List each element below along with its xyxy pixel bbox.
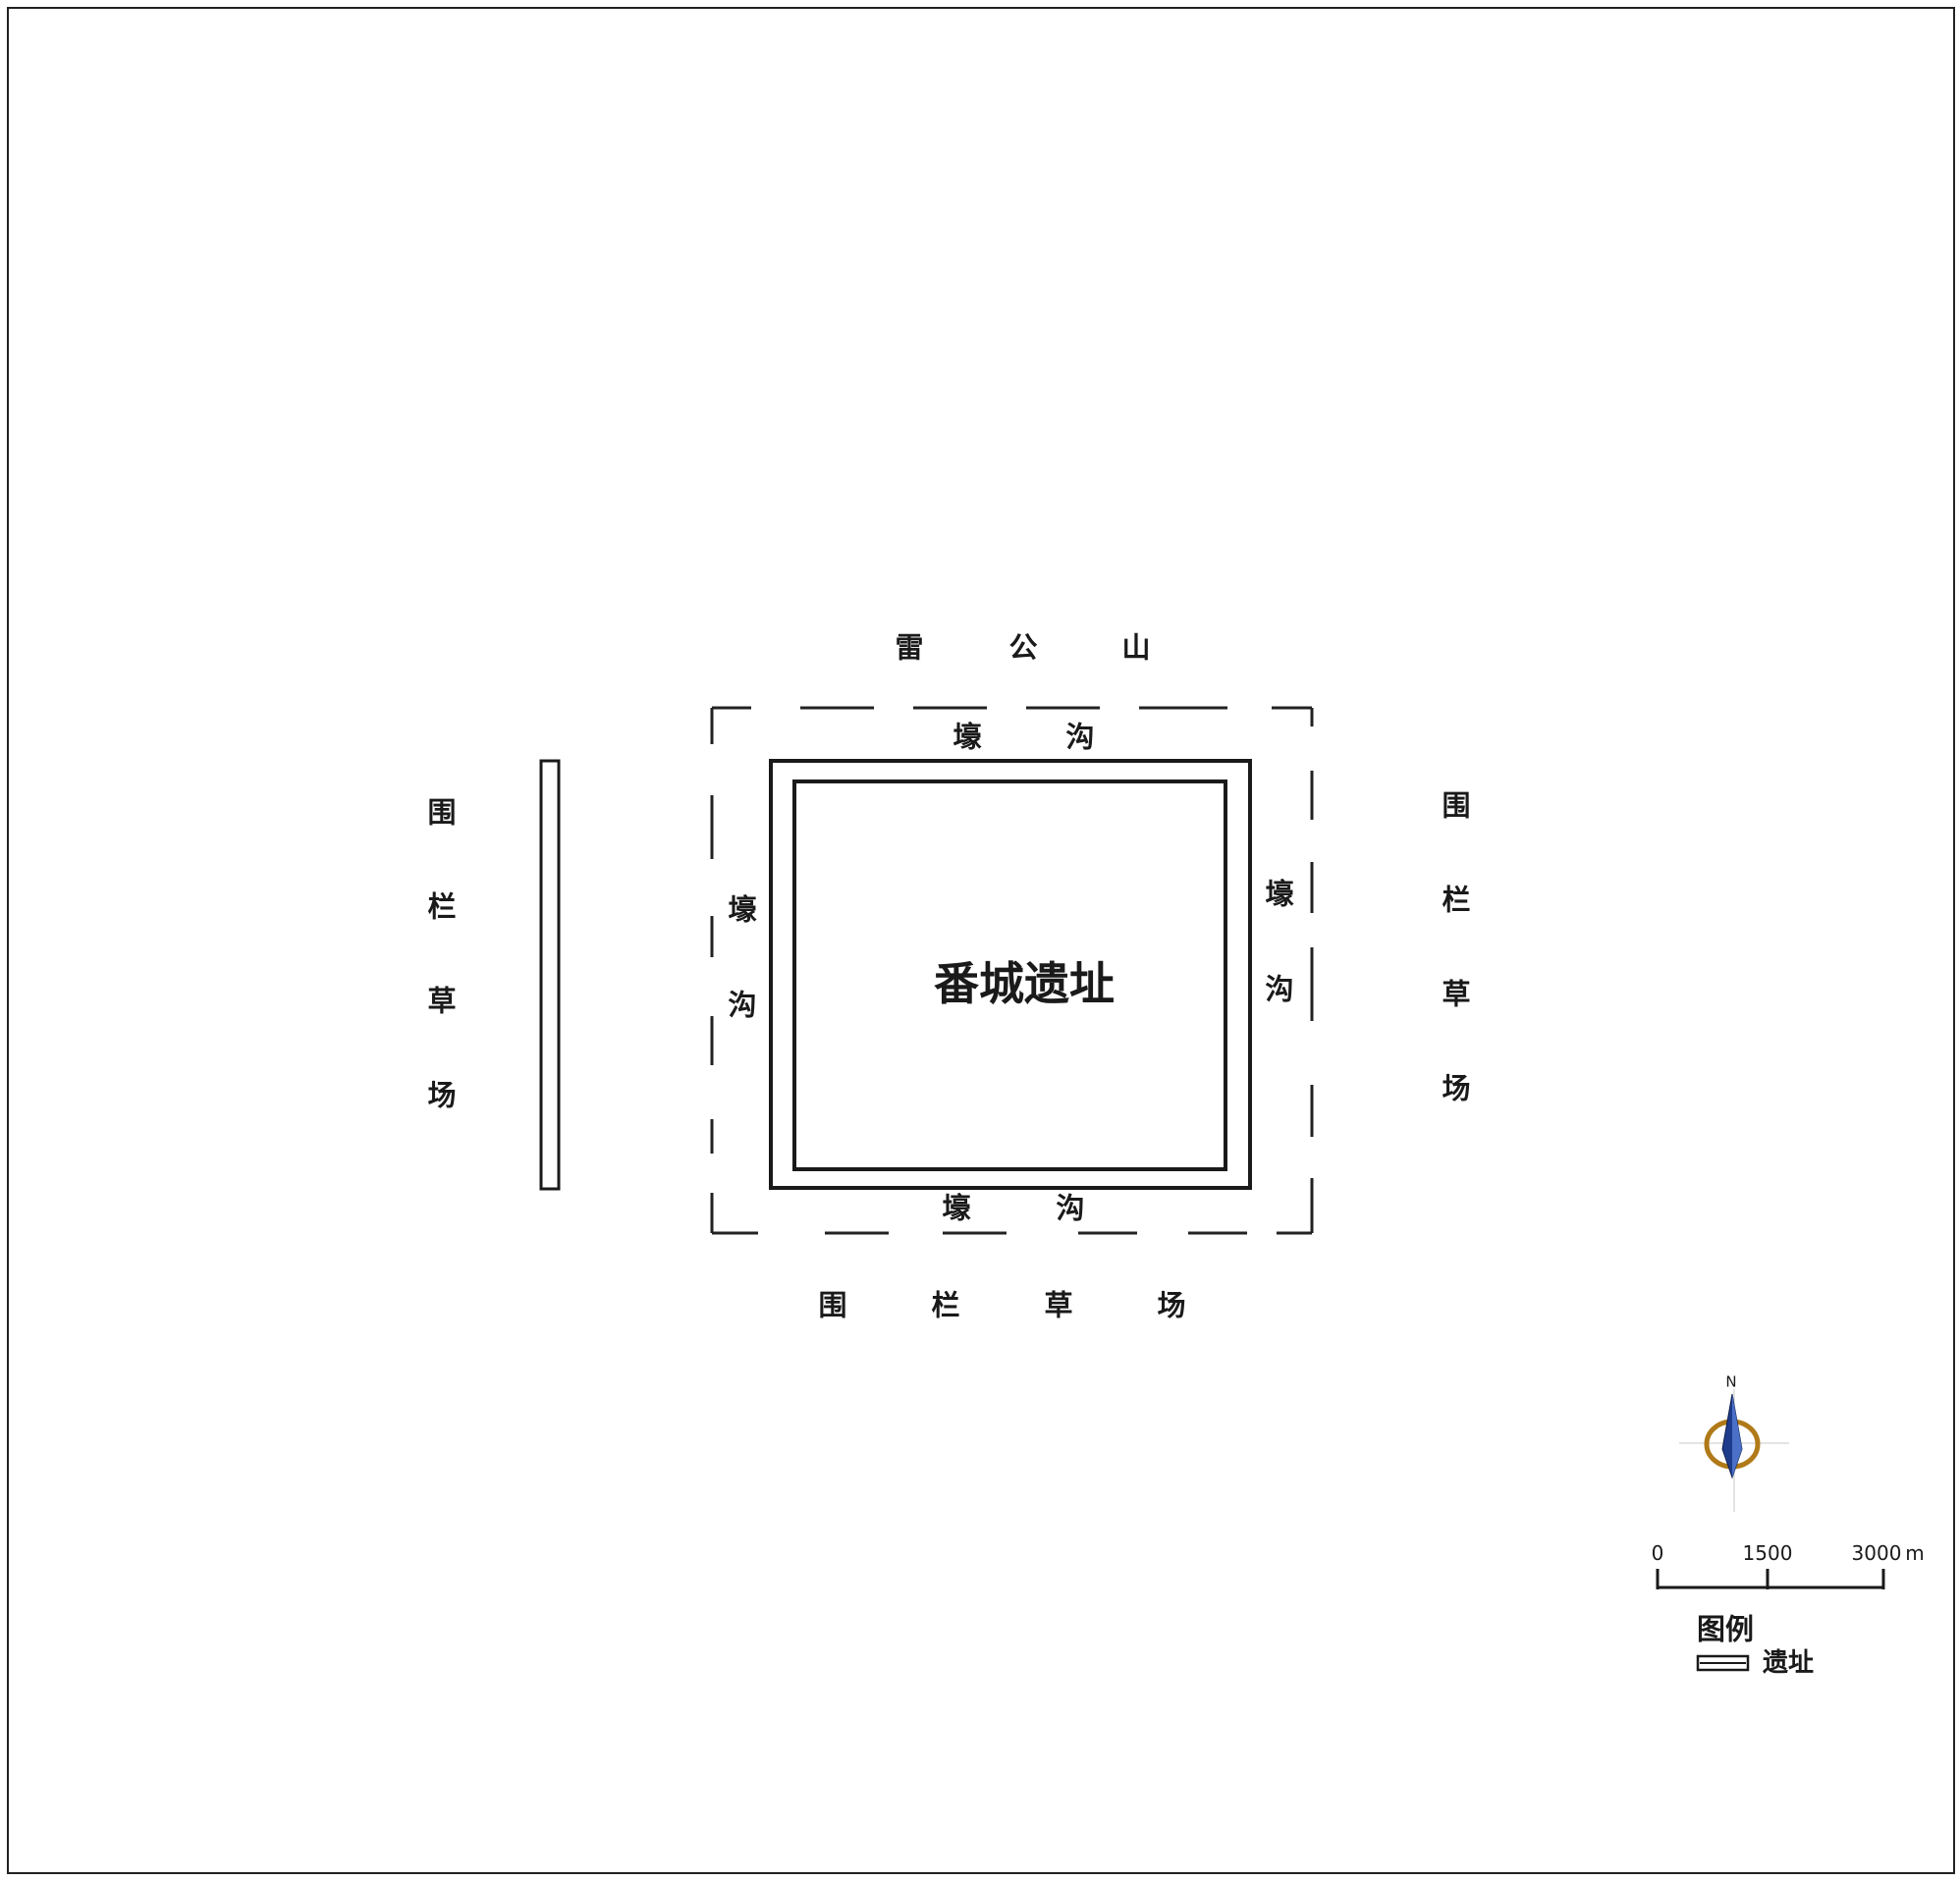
map-frame [7, 7, 1955, 1874]
right-pasture-char-3: 草 [1442, 977, 1471, 1011]
bottom-pasture-char-1: 围 [818, 1288, 847, 1322]
moat-bottom-char-1: 壕 [942, 1191, 971, 1225]
bottom-pasture-char-3: 草 [1044, 1288, 1073, 1322]
bottom-pasture-char-4: 场 [1157, 1288, 1186, 1322]
moat-top-char-2: 沟 [1065, 720, 1095, 754]
moat-bottom-char-2: 沟 [1056, 1191, 1085, 1225]
legend-item-site-label: 遗址 [1762, 1648, 1815, 1678]
compass-icon [1679, 1389, 1789, 1512]
scale-tick-3000: 3000 [1851, 1541, 1902, 1565]
left-pasture-char-1: 围 [427, 795, 457, 830]
scale-unit: m [1905, 1541, 1925, 1565]
right-pasture-char-1: 围 [1442, 788, 1471, 823]
left-pasture-char-4: 场 [427, 1078, 457, 1112]
left-pasture-char-3: 草 [427, 984, 457, 1018]
moat-right-char-2: 沟 [1265, 972, 1294, 1006]
scale-bar [1656, 1569, 1885, 1589]
moat-right-char-1: 壕 [1265, 877, 1294, 911]
site-outer-wall [769, 759, 1252, 1190]
bottom-pasture-char-2: 栏 [931, 1288, 960, 1322]
mountain-label-char-1: 雷 [895, 630, 924, 665]
mountain-label-char-2: 公 [1008, 630, 1038, 665]
compass-north-label: N [1725, 1372, 1737, 1391]
right-pasture-char-2: 栏 [1442, 883, 1471, 917]
moat-dashed-boundary [710, 706, 1314, 1235]
mountain-label-char-3: 山 [1121, 630, 1151, 665]
site-inner-wall [792, 779, 1227, 1171]
right-pasture-char-4: 场 [1442, 1071, 1471, 1105]
moat-top-char-1: 壕 [953, 720, 982, 754]
left-pasture-char-2: 栏 [427, 889, 457, 924]
site-name-label: 番城遗址 [934, 957, 1115, 1010]
legend-title: 图例 [1696, 1612, 1755, 1646]
scale-tick-1500: 1500 [1742, 1541, 1793, 1565]
legend-site-symbol [1696, 1654, 1750, 1672]
scale-tick-0: 0 [1651, 1541, 1664, 1565]
moat-left-char-2: 沟 [728, 988, 757, 1022]
moat-left-char-1: 壕 [728, 892, 757, 927]
fence-strip [539, 759, 561, 1191]
